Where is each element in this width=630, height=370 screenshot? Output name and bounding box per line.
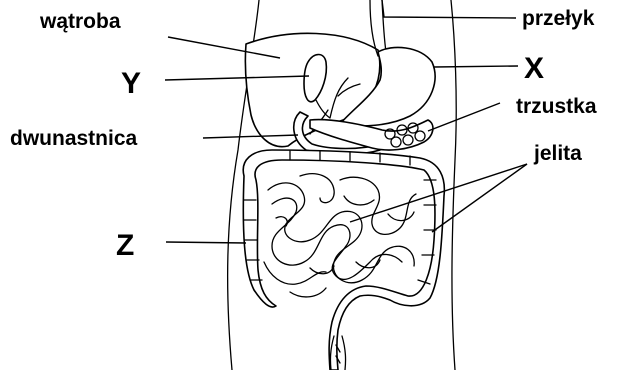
label-intestines: jelita xyxy=(533,142,582,165)
leader-x xyxy=(434,66,518,67)
label-esophagus: przełyk xyxy=(522,7,595,30)
leader-intestines-large xyxy=(432,164,527,232)
label-duodenum: dwunastnica xyxy=(10,127,138,150)
label-pancreas: trzustka xyxy=(516,95,597,118)
label-x: X xyxy=(524,52,544,85)
leader-pancreas xyxy=(428,103,500,131)
label-z: Z xyxy=(116,229,134,262)
leader-z xyxy=(166,242,246,243)
small-intestine-coils xyxy=(264,174,416,297)
label-liver: wątroba xyxy=(39,10,121,33)
label-y: Y xyxy=(121,67,141,100)
colon-segments xyxy=(244,151,436,284)
leader-esophagus xyxy=(382,0,516,18)
